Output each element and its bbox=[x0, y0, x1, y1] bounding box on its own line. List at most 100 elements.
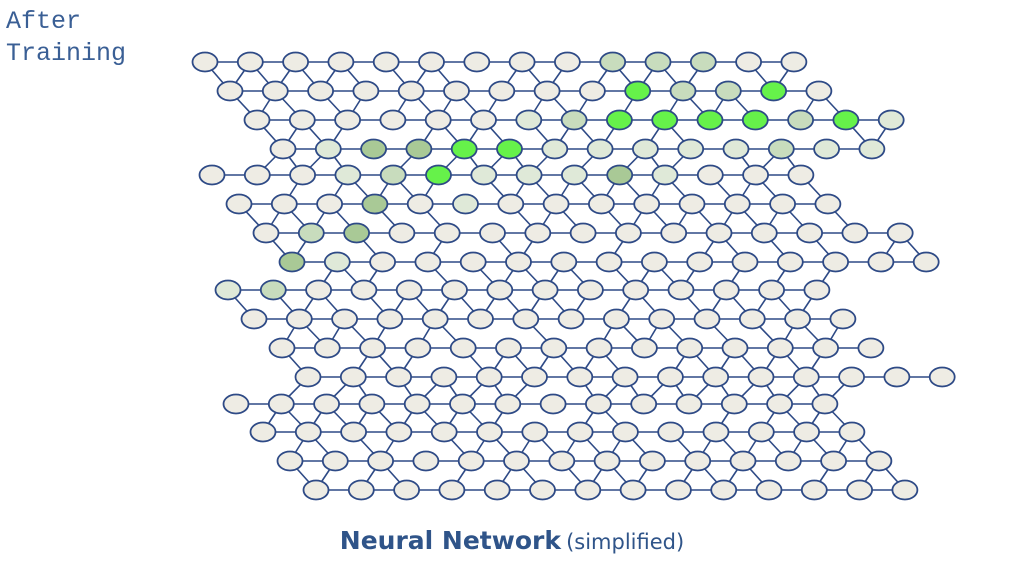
network-nodes bbox=[191, 51, 956, 501]
caption-sub: (simplified) bbox=[566, 530, 685, 554]
neuron-node bbox=[397, 80, 425, 102]
neuron-node bbox=[792, 366, 820, 388]
neuron-node bbox=[494, 393, 522, 415]
neuron-node bbox=[678, 193, 706, 215]
neuron-node bbox=[323, 251, 351, 273]
neuron-node bbox=[412, 450, 440, 472]
neuron-node bbox=[814, 193, 842, 215]
neuron-node bbox=[388, 222, 416, 244]
neuron-node bbox=[441, 279, 468, 301]
neuron-node bbox=[476, 421, 503, 443]
neuron-node bbox=[505, 251, 532, 273]
neuron-node bbox=[729, 450, 757, 472]
neuron-node bbox=[430, 366, 458, 388]
neural-network-diagram bbox=[191, 51, 956, 501]
neuron-node bbox=[327, 51, 355, 73]
neuron-node bbox=[459, 251, 487, 273]
neuron-node bbox=[372, 51, 400, 73]
neuron-node bbox=[314, 138, 342, 160]
neuron-node bbox=[424, 109, 452, 131]
neuron-node bbox=[259, 279, 287, 301]
neuron-node bbox=[313, 393, 341, 415]
neuron-node bbox=[240, 308, 268, 330]
neuron-node bbox=[285, 308, 313, 330]
neuron-node bbox=[508, 51, 536, 73]
neuron-node bbox=[865, 450, 893, 472]
neuron-node bbox=[334, 164, 362, 186]
neuron-node bbox=[515, 109, 543, 131]
neuron-node bbox=[347, 479, 375, 501]
active-neuron-node bbox=[696, 109, 724, 131]
neuron-node bbox=[560, 109, 588, 131]
neuron-node bbox=[495, 337, 522, 359]
neuron-node bbox=[648, 308, 676, 330]
neuron-node bbox=[631, 337, 658, 359]
neuron-node bbox=[891, 479, 919, 501]
neuron-node bbox=[588, 193, 615, 215]
neuron-node bbox=[316, 193, 344, 215]
neuron-node bbox=[385, 421, 413, 443]
neuron-node bbox=[800, 479, 828, 501]
neuron-node bbox=[554, 51, 581, 73]
neuron-node bbox=[367, 450, 395, 472]
neuron-node bbox=[449, 393, 476, 415]
neuron-node bbox=[340, 421, 368, 443]
neuron-node bbox=[566, 366, 594, 388]
neuron-node bbox=[633, 193, 661, 215]
active-neuron-node bbox=[450, 138, 478, 160]
neuron-node bbox=[443, 80, 470, 102]
neuron-node bbox=[524, 222, 552, 244]
neuron-node bbox=[421, 308, 449, 330]
neuron-node bbox=[214, 279, 242, 301]
neuron-node bbox=[379, 109, 407, 131]
neuron-node bbox=[269, 138, 297, 160]
neuron-node bbox=[531, 279, 559, 301]
neuron-node bbox=[339, 366, 367, 388]
active-neuron-node bbox=[606, 109, 633, 131]
neuron-node bbox=[622, 279, 650, 301]
neuron-node bbox=[418, 51, 445, 73]
neuron-node bbox=[593, 450, 621, 472]
diagram-caption: Neural Network (simplified) bbox=[0, 526, 1024, 555]
neuron-node bbox=[603, 308, 630, 330]
neuron-node bbox=[705, 222, 733, 244]
neuron-node bbox=[222, 393, 250, 415]
neuron-node bbox=[352, 80, 380, 102]
neuron-node bbox=[376, 308, 404, 330]
neuron-node bbox=[742, 164, 769, 186]
neuron-node bbox=[305, 279, 333, 301]
neuron-node bbox=[541, 138, 569, 160]
neuron-node bbox=[561, 164, 588, 186]
neuron-node bbox=[886, 222, 914, 244]
neuron-node bbox=[735, 51, 762, 73]
neuron-node bbox=[503, 450, 530, 472]
neuron-node bbox=[805, 80, 833, 102]
neuron-node bbox=[689, 51, 717, 73]
neuron-node bbox=[521, 366, 548, 388]
neuron-node bbox=[784, 308, 811, 330]
neuron-node bbox=[225, 193, 253, 215]
neuron-node bbox=[343, 222, 371, 244]
neuron-node bbox=[414, 251, 442, 273]
neuron-node bbox=[289, 164, 317, 186]
neuron-node bbox=[470, 164, 498, 186]
neuron-node bbox=[405, 138, 433, 160]
neuron-node bbox=[243, 109, 271, 131]
neuron-node bbox=[767, 138, 795, 160]
neuron-node bbox=[278, 251, 306, 273]
neuron-node bbox=[677, 138, 705, 160]
neuron-node bbox=[721, 337, 749, 359]
neuron-node bbox=[393, 479, 421, 501]
neuron-node bbox=[331, 308, 359, 330]
neuron-node bbox=[811, 393, 839, 415]
neuron-node bbox=[550, 251, 578, 273]
neuron-node bbox=[731, 251, 759, 273]
active-neuron-node bbox=[496, 138, 523, 160]
neuron-node bbox=[829, 308, 857, 330]
neuron-node bbox=[676, 337, 704, 359]
neuron-node bbox=[858, 138, 886, 160]
neuron-node bbox=[512, 308, 540, 330]
neuron-node bbox=[776, 251, 804, 273]
neuron-node bbox=[766, 393, 793, 415]
neuron-node bbox=[385, 366, 413, 388]
